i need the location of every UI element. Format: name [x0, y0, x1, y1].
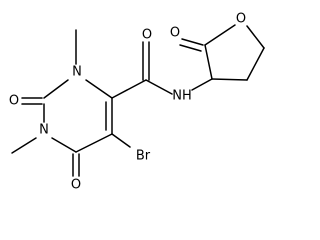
bond-o1-c5-lactone	[246, 25, 265, 49]
bond-lactone-co-2	[179, 44, 202, 52]
bond-lines	[11, 24, 265, 177]
atom-o-amide: O	[142, 28, 152, 43]
bond-c2-o1-lactone	[204, 24, 236, 46]
bond-c5-br	[111, 133, 131, 148]
atom-n3: N	[39, 123, 49, 138]
bond-c6-amide-c	[111, 79, 147, 99]
bond-c5-c4-lactone	[246, 47, 265, 81]
bond-n3-methyl	[11, 137, 37, 154]
atom-nh: NH	[172, 89, 192, 104]
atom-o-lactone-ring: O	[236, 12, 246, 27]
bond-n1-c2	[43, 79, 69, 99]
atom-o-c2: O	[9, 94, 19, 109]
atom-labels: N O N O Br O NH O O	[9, 12, 246, 193]
atom-br: Br	[136, 149, 151, 164]
atom-n1: N	[72, 65, 82, 80]
bond-amide-c-n	[145, 79, 173, 95]
chemical-structure-diagram: N O N O Br O NH O O	[9, 12, 265, 193]
bond-lactone-co-1	[181, 38, 204, 46]
bond-n1-c6	[85, 79, 113, 99]
bond-n-c3-lactone	[191, 78, 213, 91]
atom-o-lactone-carbonyl: O	[170, 26, 180, 41]
bond-n3-c4	[51, 137, 77, 153]
atom-o-c4: O	[71, 178, 81, 193]
bond-c4-c3-lactone	[211, 78, 248, 81]
bond-c3-c2-lactone	[204, 44, 213, 80]
bond-c4-c5	[75, 133, 113, 153]
